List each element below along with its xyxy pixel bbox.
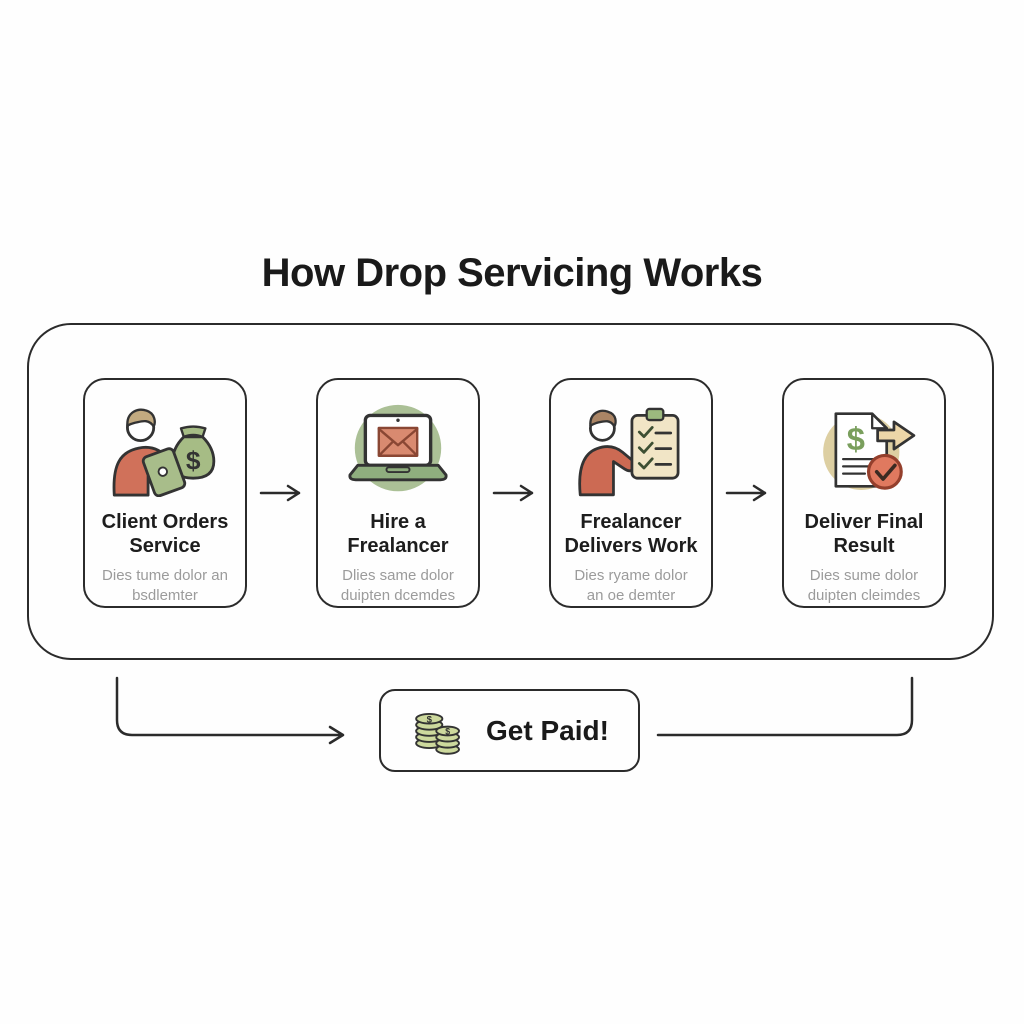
svg-text:$: $ [847, 420, 865, 457]
step-subtitle: Dies ryame dolor an oe demter [574, 567, 688, 604]
page-title: How Drop Servicing Works [261, 251, 763, 295]
svg-text:$: $ [186, 446, 201, 476]
step-title: Frealancer Delivers Work [564, 511, 698, 557]
step-card-freelancer-delivers: Frealancer Delivers Work Dies ryame dolo… [549, 378, 713, 608]
get-paid-box: $ $ Get Paid! [379, 689, 640, 772]
step-subtitle: Dlies same dolor duipten dcemdes [340, 567, 456, 604]
right-arrow-icon [725, 484, 767, 502]
step-subtitle: Dies sume dolor duipten cleimdes [807, 567, 921, 604]
svg-text:$: $ [445, 726, 450, 736]
step-card-hire-freelancer: Hire a Frealancer Dlies same dolor duipt… [316, 378, 480, 608]
coins-icon: $ $ [415, 712, 460, 755]
freelancer-checklist-icon [571, 400, 691, 500]
step-card-client-orders: $ Client Orders Service Dies tume dolor … [83, 378, 247, 608]
right-arrow-icon [492, 484, 534, 502]
svg-text:$: $ [427, 714, 433, 725]
laptop-email-icon [340, 400, 456, 500]
flow-container: $ Client Orders Service Dies tume dolor … [27, 323, 994, 660]
get-paid-label: Get Paid! [486, 714, 609, 746]
step-title: Client Orders Service [101, 511, 229, 557]
client-money-bag-icon: $ [103, 400, 227, 500]
step-subtitle: Dies tume dolor an bsdlemter [102, 567, 228, 604]
step-card-deliver-final: $ Deliver Final Result Dies sume dolor d… [782, 378, 946, 608]
step-title: Deliver Final Result [804, 511, 924, 557]
document-deliver-icon: $ [805, 400, 923, 500]
right-arrow-icon [259, 484, 301, 502]
step-title: Hire a Frealancer [347, 511, 449, 557]
